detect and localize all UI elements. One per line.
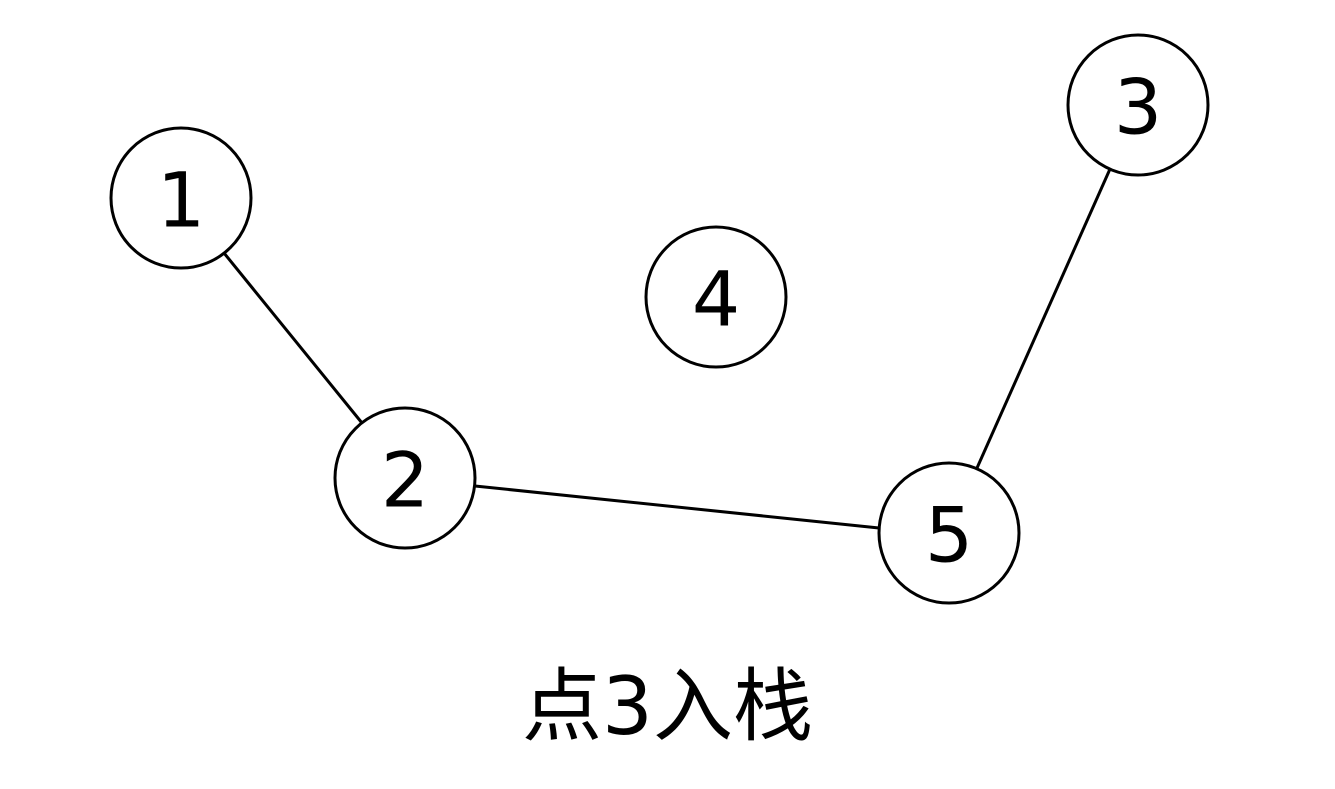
graph-node-5[interactable]: 5 <box>877 461 1021 605</box>
node-2-circle[interactable] <box>333 406 477 550</box>
graph-node-4[interactable]: 4 <box>644 225 788 369</box>
node-2-label: 2 <box>381 436 429 525</box>
edge-1-2 <box>222 252 364 424</box>
graph-node-1[interactable]: 1 <box>109 126 253 270</box>
node-layer: 1 2 3 4 5 <box>109 33 1210 605</box>
node-4-circle[interactable] <box>644 225 788 369</box>
node-3-label: 3 <box>1114 63 1162 152</box>
diagram-caption: 点3入栈 <box>522 660 813 753</box>
edge-2-5 <box>474 484 880 530</box>
node-1-label: 1 <box>157 156 205 245</box>
node-1-circle[interactable] <box>109 126 253 270</box>
node-3-circle[interactable] <box>1066 33 1210 177</box>
edge-layer <box>222 168 1112 530</box>
node-5-label: 5 <box>925 491 973 580</box>
graph-node-2[interactable]: 2 <box>333 406 477 550</box>
edge-3-5 <box>975 168 1112 469</box>
node-4-label: 4 <box>692 255 740 344</box>
node-5-circle[interactable] <box>877 461 1021 605</box>
graph-node-3[interactable]: 3 <box>1066 33 1210 177</box>
